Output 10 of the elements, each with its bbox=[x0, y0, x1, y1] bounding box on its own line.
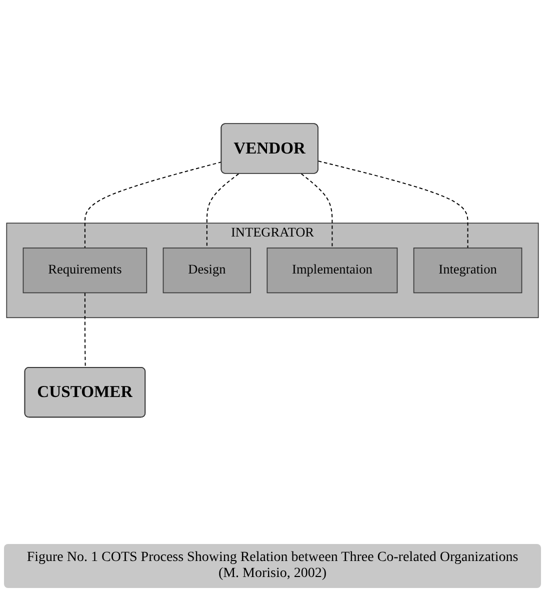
node-box: Design bbox=[162, 247, 251, 293]
connector bbox=[206, 172, 240, 248]
connector bbox=[318, 160, 468, 248]
node-box: Implementaion bbox=[266, 247, 398, 293]
node-box: Integration bbox=[413, 247, 522, 293]
connector bbox=[84, 292, 86, 368]
figure-caption: Figure No. 1 COTS Process Showing Relation between Three Co-related Organizations (M. Morisio, 2002) bbox=[4, 544, 541, 588]
connector bbox=[84, 161, 222, 248]
connector bbox=[300, 172, 333, 248]
node-box: Requirements bbox=[22, 247, 148, 293]
